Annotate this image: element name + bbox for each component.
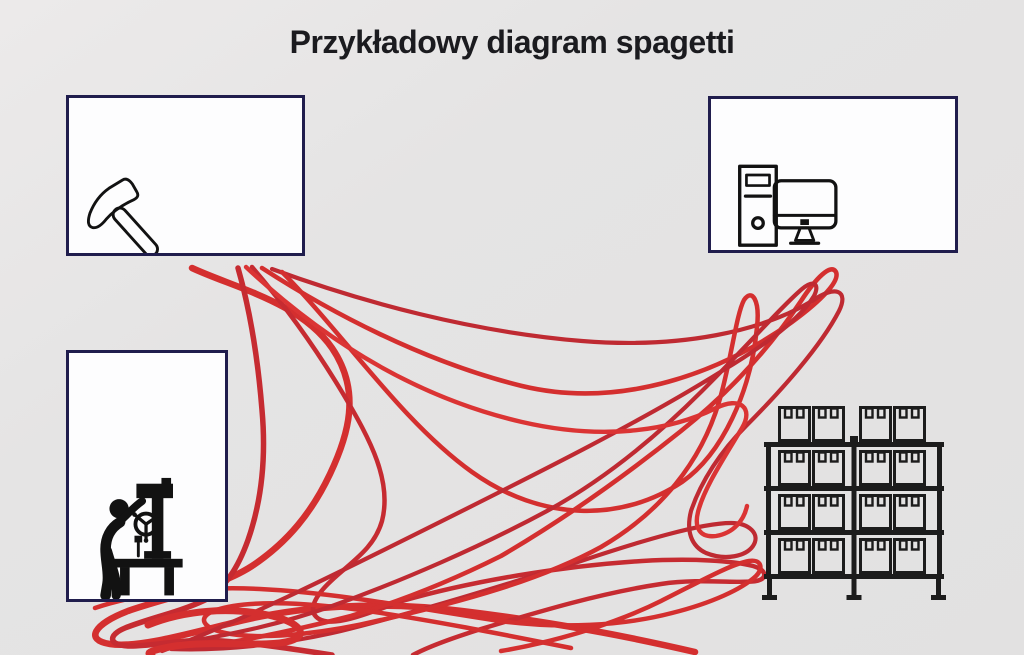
spaghetti-path xyxy=(92,558,763,654)
crate-box xyxy=(859,406,892,442)
crate-box xyxy=(893,450,926,486)
crate-box xyxy=(859,538,892,574)
station-storage-rack xyxy=(756,398,952,610)
page-title: Przykładowy diagram spagetti xyxy=(289,24,735,60)
crate-box xyxy=(778,538,811,574)
spaghetti-path xyxy=(159,281,819,654)
station-box-workbench xyxy=(66,350,228,602)
crate-box xyxy=(893,494,926,530)
spaghetti-path xyxy=(168,266,845,652)
spaghetti-path xyxy=(92,264,699,655)
crate-box xyxy=(812,450,845,486)
crate-box xyxy=(859,450,892,486)
worker-drill-press-icon xyxy=(100,477,183,599)
spaghetti-path xyxy=(201,269,760,651)
spaghetti-path xyxy=(189,265,839,652)
crate-box xyxy=(812,406,845,442)
spaghetti-path xyxy=(144,607,304,655)
crate-box xyxy=(859,494,892,530)
hammer-icon xyxy=(86,177,159,253)
station-box-computer xyxy=(708,96,958,253)
crate-box xyxy=(812,538,845,574)
crate-box xyxy=(778,450,811,486)
crate-box xyxy=(812,494,845,530)
crate-box xyxy=(893,406,926,442)
crate-box xyxy=(778,494,811,530)
spaghetti-path xyxy=(249,264,767,655)
storage-rack-boxes-icon xyxy=(762,406,946,600)
station-box-hammer xyxy=(66,95,305,256)
crate-box xyxy=(893,538,926,574)
spaghetti-path xyxy=(243,264,750,539)
crate-box xyxy=(778,406,811,442)
desktop-computer-icon xyxy=(738,164,838,247)
